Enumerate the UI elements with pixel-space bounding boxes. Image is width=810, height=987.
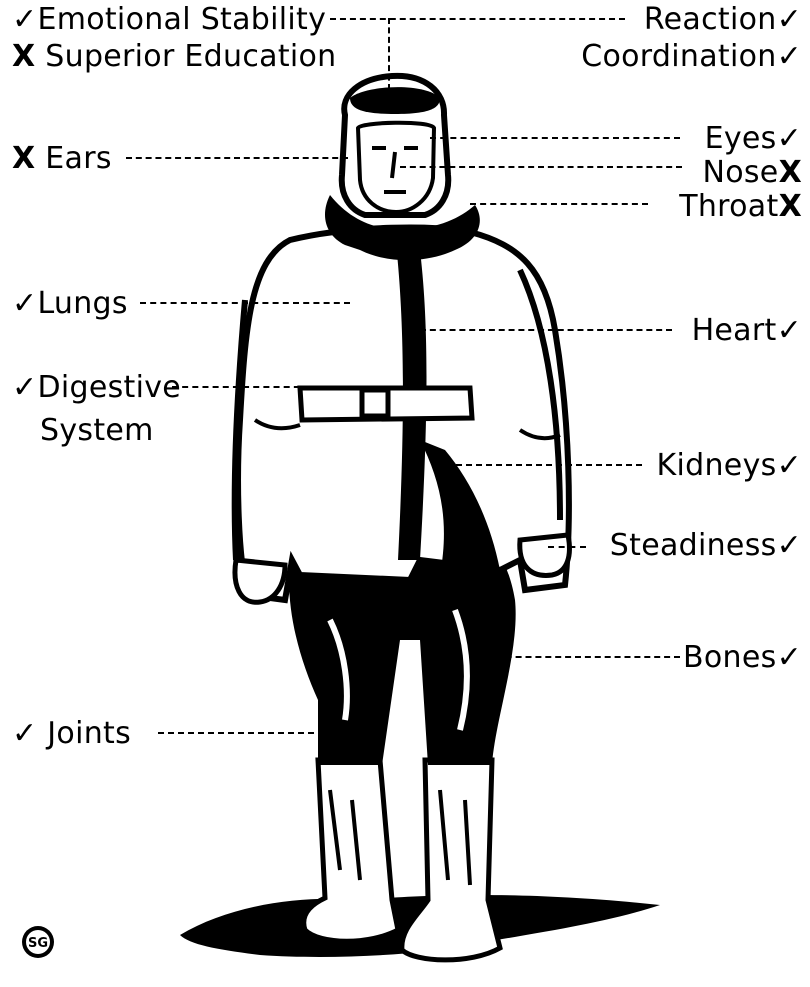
check-icon: ✓ (777, 314, 802, 348)
left-boot (304, 760, 398, 941)
check-icon: ✓ (777, 641, 802, 675)
leader-nose (400, 166, 682, 168)
label-kidneys: Kidneys✓ (657, 449, 802, 483)
check-icon: ✓ (777, 40, 802, 74)
x-mark-icon: X (779, 190, 802, 224)
check-icon: ✓ (12, 717, 37, 751)
x-mark-icon: X (12, 142, 35, 176)
label-bones: Bones✓ (683, 641, 802, 675)
label-reaction: Reaction✓ (644, 3, 802, 37)
leader-digestive (172, 386, 310, 388)
check-icon: ✓ (12, 287, 37, 321)
label-digestive-system: System (40, 414, 154, 448)
check-icon: ✓ (777, 449, 802, 483)
label-digestive: ✓Digestive (12, 371, 181, 405)
label-heart: Heart✓ (692, 314, 802, 348)
label-joints: ✓ Joints (12, 717, 131, 751)
label-nose: NoseX (702, 156, 802, 190)
leader-helmet (388, 18, 390, 90)
label-ears: X Ears (12, 142, 112, 176)
right-boot (402, 760, 500, 960)
label-emotional-stability: ✓Emotional Stability (12, 3, 326, 37)
leader-eyes (430, 137, 680, 139)
check-icon: ✓ (12, 371, 37, 405)
label-coordination: Coordination✓ (581, 40, 802, 74)
leader-bones (476, 656, 680, 658)
leader-heart (420, 329, 672, 331)
label-eyes: Eyes✓ (705, 122, 802, 156)
leader-throat (470, 203, 648, 205)
check-icon: ✓ (777, 122, 802, 156)
leader-ears (126, 157, 348, 159)
leader-kidneys (436, 464, 642, 466)
leader-joints (158, 732, 334, 734)
label-throat: ThroatX (679, 190, 802, 224)
monogram-logo-icon: SG (20, 924, 56, 960)
x-mark-icon: X (779, 156, 802, 190)
right-hand (520, 535, 570, 575)
check-icon: ✓ (777, 529, 802, 563)
svg-text:SG: SG (28, 936, 48, 951)
leader-top (330, 18, 625, 20)
check-icon: ✓ (12, 3, 37, 37)
x-mark-icon: X (12, 40, 35, 74)
label-superior-education: X Superior Education (12, 40, 337, 74)
label-lungs: ✓Lungs (12, 287, 128, 321)
label-steadiness: Steadiness✓ (610, 529, 802, 563)
check-icon: ✓ (777, 3, 802, 37)
leader-lungs (140, 302, 350, 304)
leader-steadiness (548, 546, 586, 548)
